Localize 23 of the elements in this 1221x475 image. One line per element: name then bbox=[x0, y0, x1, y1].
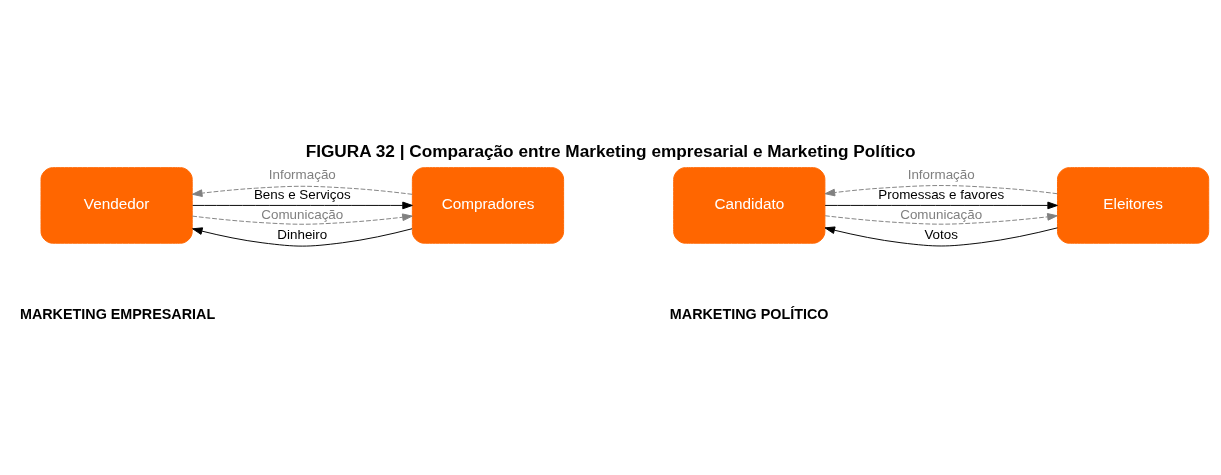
edge-label: Comunicação bbox=[261, 207, 344, 223]
arrow bbox=[824, 226, 1058, 247]
diagram-title: FIGURA 32 | Comparação entre Marketing empresarial e Marketing Político bbox=[305, 141, 916, 162]
arrow bbox=[824, 213, 1058, 225]
edge-label: Informação bbox=[268, 166, 336, 182]
edge-label: Comunicação bbox=[900, 207, 983, 223]
arrow bbox=[824, 185, 1058, 197]
edge-label: Dinheiro bbox=[277, 227, 328, 243]
edge-label: Votos bbox=[924, 227, 958, 243]
arrow bbox=[824, 201, 1058, 210]
label: MARKETING EMPRESARIAL bbox=[19, 306, 216, 323]
arrow bbox=[191, 213, 413, 225]
node-box: Eleitores bbox=[1057, 167, 1210, 244]
edge-label: Promessas e favores bbox=[878, 186, 1005, 202]
arrow bbox=[191, 185, 413, 197]
edge-label: Informação bbox=[907, 166, 975, 182]
arrow bbox=[192, 201, 413, 210]
node-box: Candidato bbox=[673, 167, 826, 244]
arrow bbox=[192, 227, 413, 247]
edge-label: Bens e Serviços bbox=[253, 186, 351, 202]
label: MARKETING POLÍTICO bbox=[669, 306, 829, 323]
node-box: Vendedor bbox=[40, 167, 193, 244]
node-box: Compradores bbox=[411, 167, 565, 244]
